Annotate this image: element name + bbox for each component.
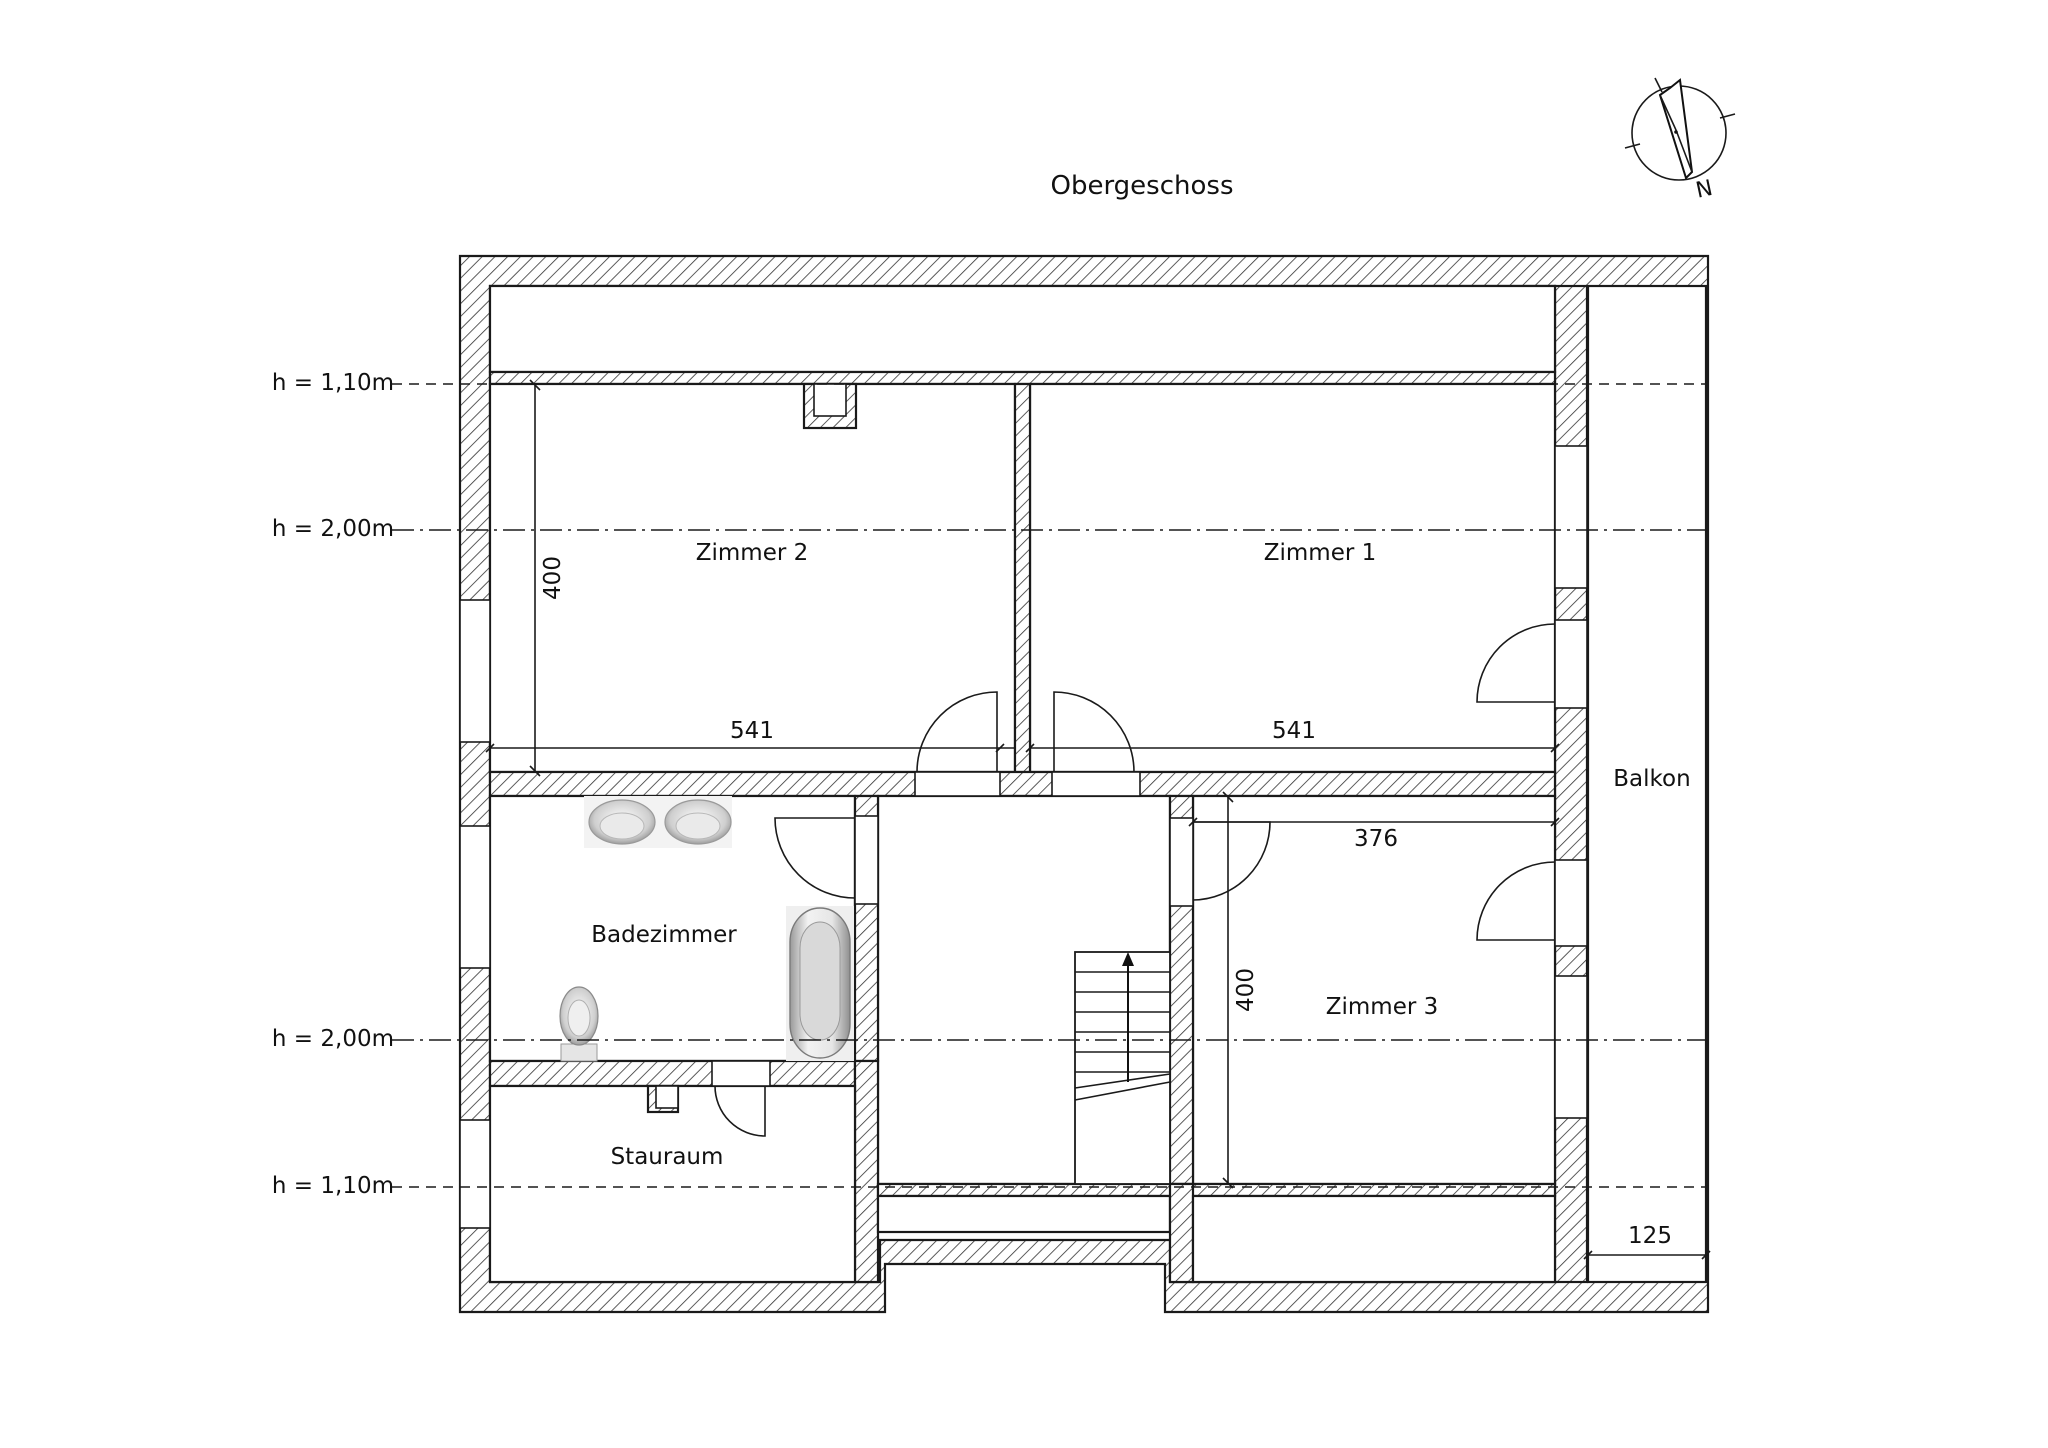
dim-zimmer3-height: 400 bbox=[1233, 968, 1259, 1012]
dim-zimmer3-width: 376 bbox=[1354, 826, 1398, 852]
dim-zimmer2-width: 541 bbox=[730, 718, 774, 744]
label-zimmer-3: Zimmer 3 bbox=[1326, 994, 1439, 1020]
plan-title: Obergeschoss bbox=[1050, 171, 1233, 201]
dim-zimmer2-height: 400 bbox=[540, 556, 566, 600]
height-label-3: h = 2,00m bbox=[272, 1026, 394, 1052]
dim-zimmer1-width: 541 bbox=[1272, 718, 1316, 744]
room-zimmer-3 bbox=[1191, 794, 1557, 1186]
room-stauraum bbox=[488, 1084, 857, 1284]
label-zimmer-1: Zimmer 1 bbox=[1264, 540, 1377, 566]
room-zimmer-2 bbox=[488, 382, 1017, 774]
toilet-icon bbox=[559, 986, 599, 1062]
label-badezimmer: Badezimmer bbox=[591, 922, 737, 948]
dim-balkon-width: 125 bbox=[1628, 1223, 1672, 1249]
attic-strip-bottom-left bbox=[876, 1194, 1172, 1234]
dimension-lines bbox=[485, 379, 1711, 1260]
label-balkon: Balkon bbox=[1613, 766, 1690, 792]
doors bbox=[711, 623, 1556, 1137]
room-zimmer-1 bbox=[1028, 382, 1557, 774]
north-arrow-icon: N bbox=[1624, 77, 1736, 204]
windows bbox=[459, 445, 1588, 1229]
stair-up-arrow-icon bbox=[1122, 952, 1134, 966]
height-lines bbox=[392, 383, 1708, 1188]
bathtub-icon bbox=[786, 906, 854, 1061]
staircase bbox=[1074, 951, 1171, 1185]
attic-strip-bottom-right bbox=[1191, 1194, 1557, 1284]
height-label-4: h = 1,10m bbox=[272, 1173, 394, 1199]
height-label-1: h = 1,10m bbox=[272, 370, 394, 396]
label-stauraum: Stauraum bbox=[611, 1144, 724, 1170]
height-label-2: h = 2,00m bbox=[272, 516, 394, 542]
attic-strip-top bbox=[488, 284, 1557, 374]
north-letter: N bbox=[1694, 176, 1715, 204]
sink-icon bbox=[584, 796, 732, 848]
label-zimmer-2: Zimmer 2 bbox=[696, 540, 809, 566]
